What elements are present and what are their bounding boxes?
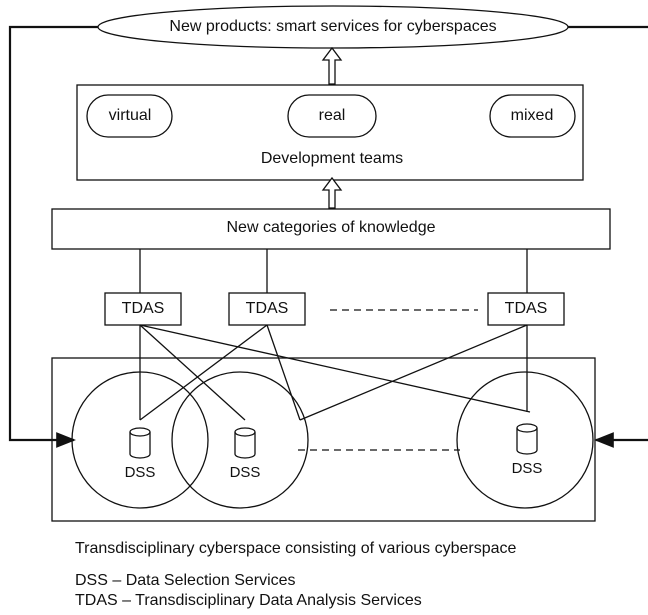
caption: Transdisciplinary cyberspace consisting … (75, 540, 517, 557)
database-icon (234, 427, 256, 459)
tdas-label-2: TDAS (245, 300, 289, 317)
dss-label-3: DSS (511, 460, 543, 477)
team-pill-real (287, 94, 377, 138)
dss-label-1: DSS (124, 464, 156, 481)
tdas-box-1 (104, 292, 182, 326)
up-arrow-icon (321, 46, 343, 85)
team-pill-mixed (489, 94, 576, 138)
tdas-label-3: TDAS (504, 300, 548, 317)
legend-dss: DSS – Data Selection Services (75, 572, 296, 589)
cyberspace-frame (51, 357, 596, 522)
knowledge-label: New categories of knowledge (226, 219, 436, 236)
team-type-mixed: mixed (510, 107, 554, 124)
legend-tdas: TDAS – Transdisciplinary Data Analysis S… (75, 592, 422, 609)
development-teams-label: Development teams (260, 150, 404, 167)
database-icon (129, 427, 151, 459)
dss-label-2: DSS (229, 464, 261, 481)
up-arrow-icon (321, 176, 343, 209)
cyberspace-circle-3 (456, 371, 594, 509)
database-icon (516, 423, 538, 455)
tdas-label-1: TDAS (121, 300, 165, 317)
products-label: New products: smart services for cybersp… (169, 18, 497, 35)
cyberspace-circle-2 (171, 371, 309, 509)
feedback-arrow-right (568, 25, 648, 440)
team-type-real: real (318, 107, 346, 124)
knowledge-box (51, 208, 611, 250)
team-type-virtual: virtual (108, 107, 152, 124)
team-pill-virtual (86, 94, 173, 138)
feedback-arrow-left (8, 25, 98, 448)
